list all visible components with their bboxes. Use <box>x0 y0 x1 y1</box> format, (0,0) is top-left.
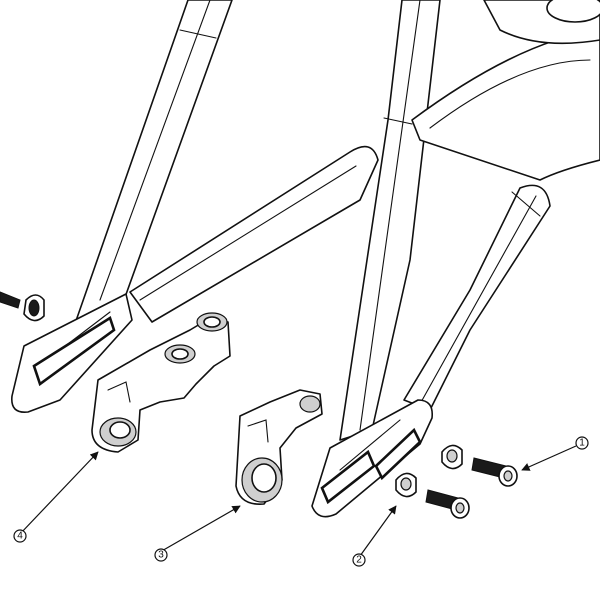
left-bolt <box>0 291 45 322</box>
callout-3: 3 <box>154 548 168 562</box>
right-chain-stay <box>403 184 551 411</box>
right-frame-upper <box>411 0 600 181</box>
callout-4: 4 <box>13 529 27 543</box>
right-dropout <box>311 399 434 518</box>
axle-insert-left <box>91 312 231 453</box>
callout-1: 1 <box>575 436 589 450</box>
leader-1 <box>521 445 577 471</box>
bolt-lower <box>395 472 470 519</box>
leader-4 <box>19 451 99 535</box>
callout-1-label: 1 <box>579 438 585 449</box>
callout-3-label: 3 <box>158 550 164 561</box>
left-dropout <box>11 293 133 413</box>
callout-2: 2 <box>352 553 366 567</box>
leader-3 <box>159 505 241 553</box>
leader-2 <box>359 505 397 557</box>
callout-2-label: 2 <box>356 555 362 566</box>
bolt-upper <box>441 444 518 487</box>
axle-insert-right <box>235 389 323 505</box>
callout-4-label: 4 <box>17 531 23 542</box>
left-chain-stay <box>129 145 379 323</box>
